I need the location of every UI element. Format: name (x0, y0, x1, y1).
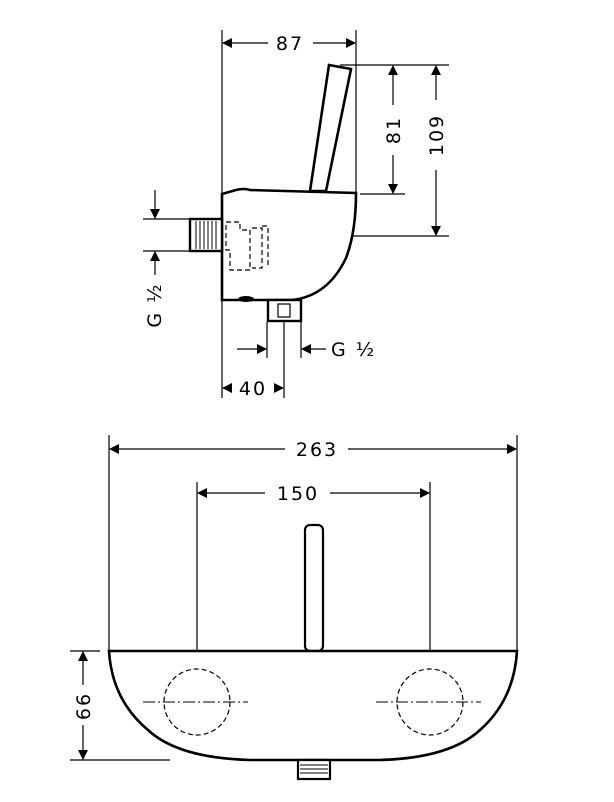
dimension-handle-height-81: 81 (383, 116, 405, 144)
dimension-outlet-offset-40: 40 (239, 378, 267, 400)
hidden-cartridge (225, 221, 269, 271)
lever-handle (308, 63, 353, 193)
dimension-center-distance-150: 150 (277, 483, 319, 505)
side-view: 87 81 109 G ½ G ½ 40 (143, 30, 449, 400)
inlet-thread-hatching (195, 221, 217, 249)
mixer-body-front (107, 649, 519, 762)
outlet-fitting-core (277, 303, 291, 318)
dimension-depth-66: 66 (73, 692, 95, 720)
front-view: 263 150 66 (70, 435, 519, 781)
body-outlet (238, 296, 254, 302)
inlet-fitting (188, 217, 224, 253)
dimension-total-width-263: 263 (296, 439, 338, 461)
outlet-thread-label: G ½ (331, 339, 376, 361)
dimension-total-height-109: 109 (426, 114, 448, 156)
outlet-thread-hatching (300, 764, 328, 774)
mixer-body (220, 187, 358, 302)
spout (303, 523, 325, 653)
dimension-width-87: 87 (276, 33, 304, 55)
inlet-thread-label: G ½ (144, 282, 166, 327)
